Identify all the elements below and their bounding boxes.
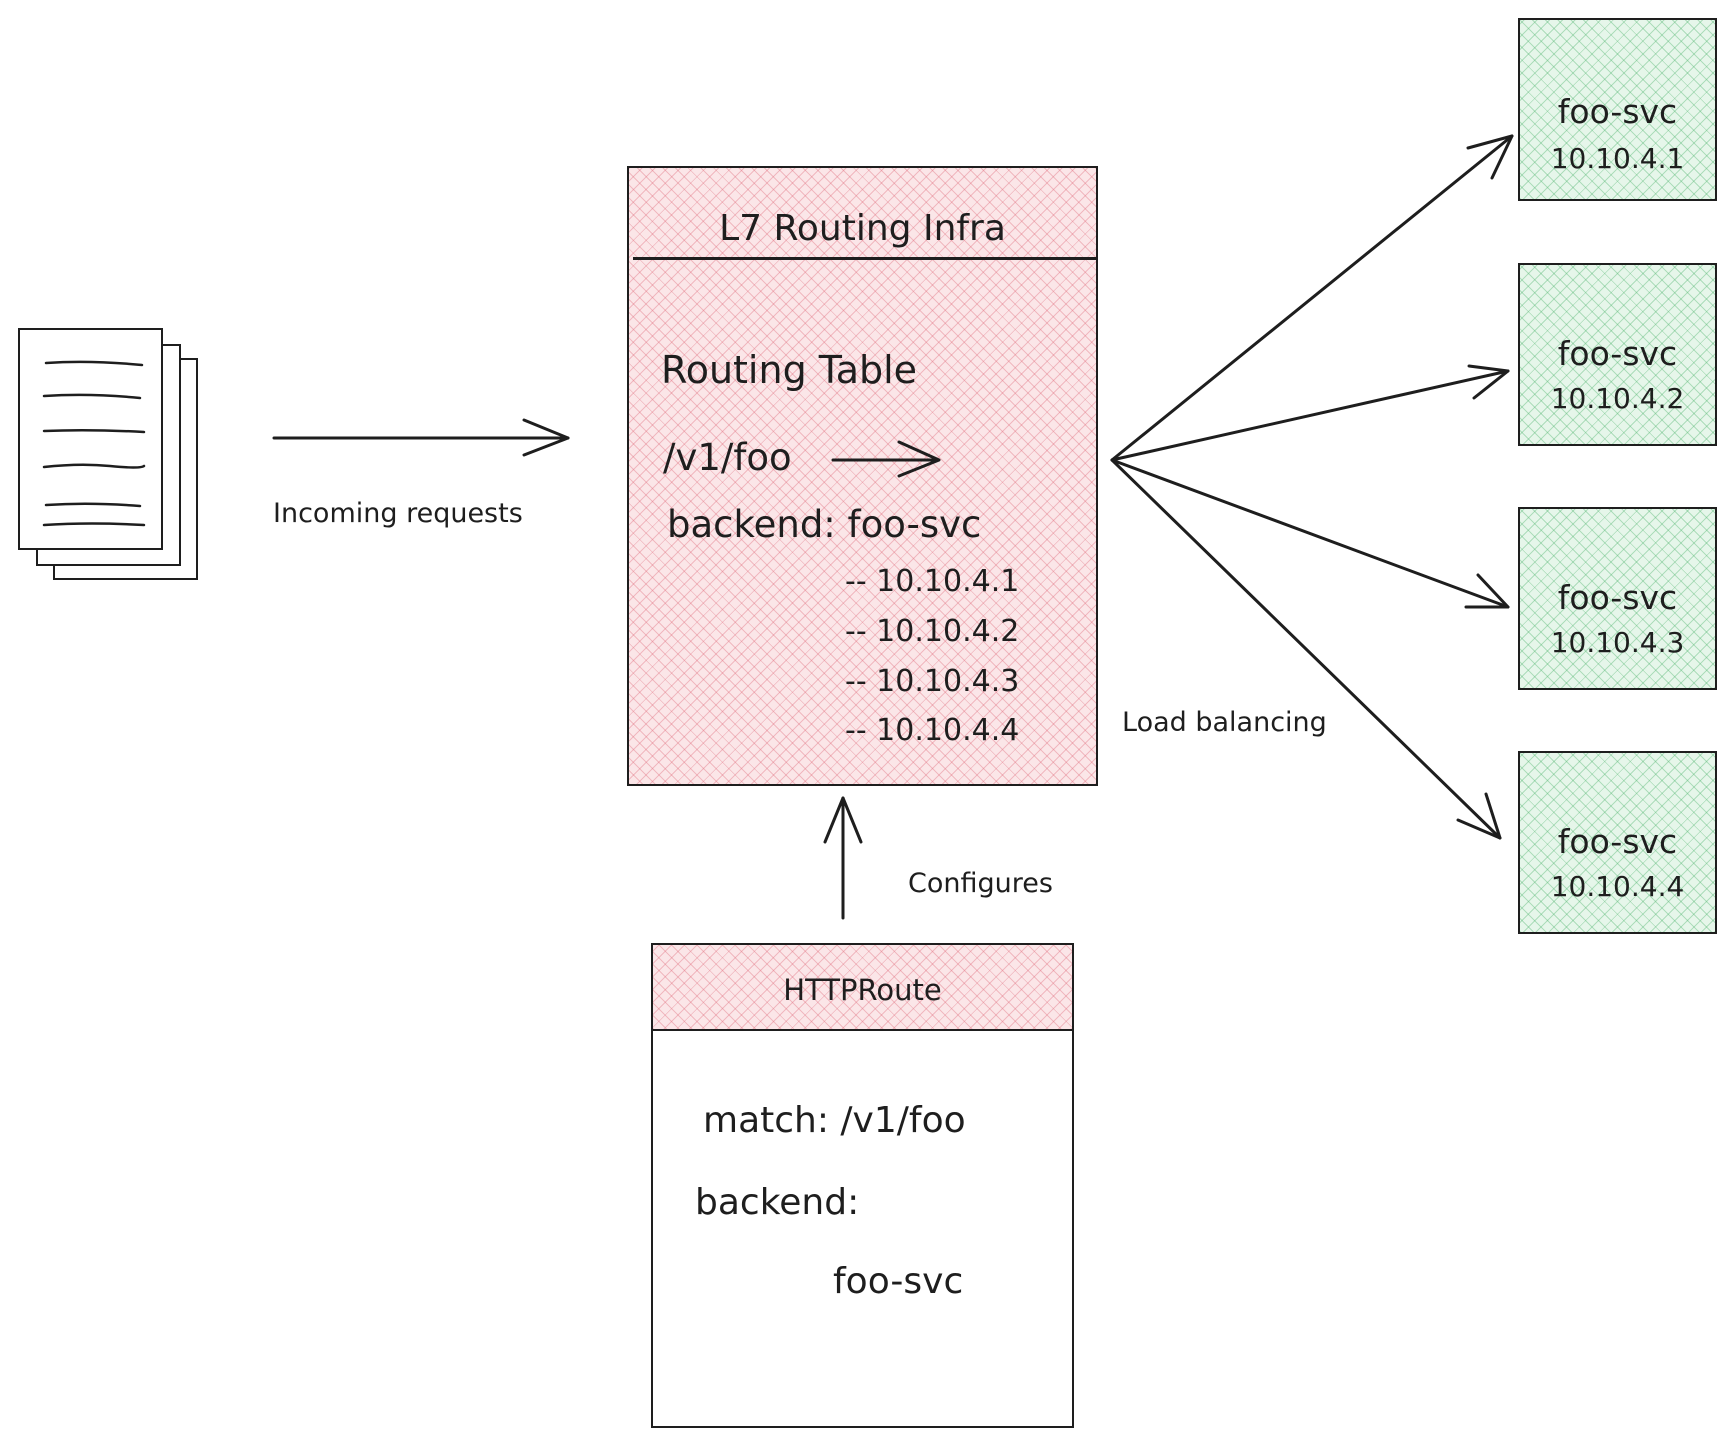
infra-backend-line: backend: foo-svc [667, 503, 982, 546]
route-path: /v1/foo [663, 436, 792, 479]
httproute-box: HTTPRoute match: /v1/foo backend: foo-sv… [651, 943, 1074, 1428]
endpoint-4: -- 10.10.4.4 [845, 713, 1020, 748]
httproute-backend-label: backend: [695, 1182, 860, 1223]
service-ip: 10.10.4.4 [1550, 870, 1685, 903]
incoming-requests-label: Incoming requests [273, 498, 523, 529]
load-balancing-arrow-1 [1110, 134, 1514, 462]
incoming-requests-arrow [272, 418, 570, 457]
load-balancing-arrow-3 [1110, 458, 1510, 609]
document-stack-icon [18, 328, 198, 580]
load-balancing-arrow-4 [1110, 458, 1502, 840]
service-ip: 10.10.4.3 [1550, 626, 1685, 659]
service-name: foo-svc [1557, 578, 1678, 617]
routing-table-title: Routing Table [661, 348, 918, 392]
httproute-title: HTTPRoute [783, 973, 942, 1007]
document-lines-icon [42, 360, 146, 527]
service-box-2: foo-svc 10.10.4.2 [1518, 263, 1717, 446]
service-ip: 10.10.4.2 [1550, 382, 1685, 415]
document-sheet-front [18, 328, 163, 550]
l7-routing-infra-title: L7 Routing Infra [719, 208, 1006, 249]
configures-arrow [823, 796, 863, 920]
load-balancing-label: Load balancing [1122, 707, 1327, 738]
endpoint-3: -- 10.10.4.3 [845, 664, 1020, 699]
service-box-1: foo-svc 10.10.4.1 [1518, 18, 1717, 201]
service-box-4: foo-svc 10.10.4.4 [1518, 751, 1717, 934]
httproute-header: HTTPRoute [653, 945, 1072, 1031]
service-box-3: foo-svc 10.10.4.3 [1518, 507, 1717, 690]
configures-label: Configures [908, 868, 1053, 899]
httproute-backend-value: foo-svc [833, 1261, 964, 1302]
httproute-match: match: /v1/foo [703, 1100, 966, 1141]
load-balancing-arrow-2 [1110, 364, 1510, 462]
service-ip: 10.10.4.1 [1550, 142, 1685, 175]
service-name: foo-svc [1557, 92, 1678, 131]
infra-header-divider [633, 257, 1096, 260]
l7-routing-infra-box: L7 Routing Infra Routing Table /v1/foo b… [627, 166, 1098, 786]
endpoint-1: -- 10.10.4.1 [845, 564, 1020, 599]
service-name: foo-svc [1557, 334, 1678, 373]
endpoint-2: -- 10.10.4.2 [845, 614, 1020, 649]
route-arrow-icon [831, 440, 941, 478]
service-name: foo-svc [1557, 822, 1678, 861]
